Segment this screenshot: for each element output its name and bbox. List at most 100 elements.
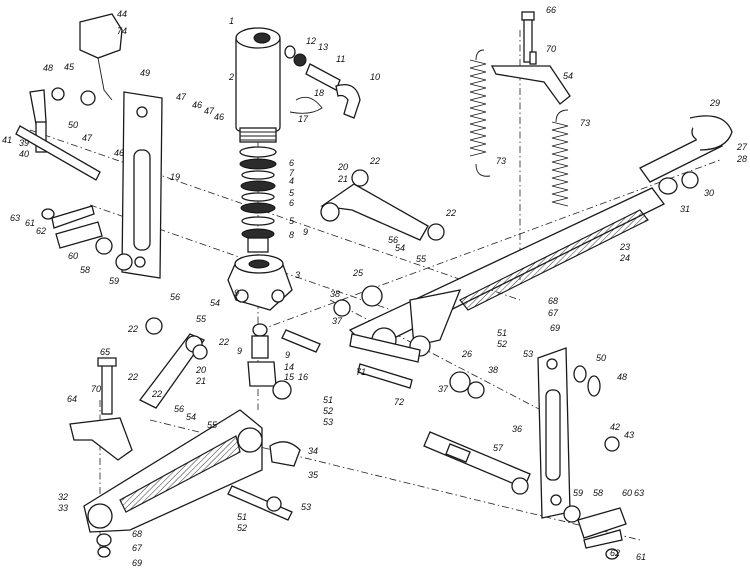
callout-22: 22 [127,324,138,334]
callout-55: 55 [416,254,427,264]
callout-47: 47 [176,92,187,102]
control-lever-assembly [15,13,123,181]
callout-2: 2 [228,72,234,82]
callout-9: 9 [234,288,239,298]
callout-6: 6 [289,158,294,168]
callout-32: 32 [58,492,68,502]
callout-56: 56 [388,235,398,245]
callout-58: 58 [80,265,90,275]
callout-73: 73 [580,118,590,128]
callout-18: 18 [314,88,324,98]
callout-33: 33 [58,503,68,513]
callout-46: 46 [192,100,202,110]
callout-68: 68 [132,529,142,539]
callout-55: 55 [207,420,218,430]
lift-arm-lower [83,409,263,533]
callout-62: 62 [36,226,46,236]
callout-62: 62 [610,548,620,558]
callout-54: 54 [395,243,405,253]
callout-9: 9 [237,346,242,356]
callout-55: 55 [196,314,207,324]
callout-52: 52 [237,523,247,533]
hydraulic-cylinder [235,27,281,143]
callout-3: 3 [295,270,300,280]
callout-19: 19 [170,172,180,182]
callout-40: 40 [19,149,29,159]
callout-71: 71 [356,367,366,377]
callout-69: 69 [132,558,142,568]
callout-11: 11 [336,54,345,64]
callout-22: 22 [218,337,229,347]
callout-53: 53 [323,417,333,427]
callout-48: 48 [43,63,53,73]
callout-63: 63 [10,213,20,223]
spring-hanger-bracket [490,11,571,105]
callout-23: 23 [619,242,630,252]
callout-37: 37 [438,384,449,394]
callout-44: 44 [117,9,127,19]
callout-4: 4 [289,176,294,186]
callout-54: 54 [563,71,573,81]
callout-61: 61 [25,218,35,228]
cross-shaft [423,431,531,495]
callout-22: 22 [151,389,162,399]
callout-9: 9 [303,227,308,237]
lower-fasteners [96,441,301,558]
callout-53: 53 [523,349,533,359]
callout-28: 28 [736,154,747,164]
callout-30: 30 [704,188,714,198]
callout-26: 26 [461,349,472,359]
callout-51: 51 [323,395,333,405]
lift-arm-long [348,187,665,357]
callout-54: 54 [186,412,196,422]
callout-61: 61 [636,552,646,562]
upper-link-arm [320,169,445,241]
callout-15: 15 [284,372,295,382]
callout-22: 22 [127,372,138,382]
callout-38: 38 [488,365,498,375]
callout-21: 21 [195,376,206,386]
callout-17: 17 [298,114,309,124]
callout-60: 60 [622,488,632,498]
callout-34: 34 [308,446,318,456]
callout-72: 72 [394,397,404,407]
callout-56: 56 [170,292,180,302]
callout-48: 48 [617,372,627,382]
callout-14: 14 [284,362,294,372]
callout-27: 27 [736,142,748,152]
callout-31: 31 [680,204,690,214]
callout-43: 43 [624,430,634,440]
callout-50: 50 [596,353,606,363]
callout-22: 22 [445,208,456,218]
lower-link-arm [139,317,208,409]
callout-54: 54 [210,298,220,308]
callout-67: 67 [132,543,143,553]
callout-12: 12 [306,36,316,46]
lower-bracket [69,357,133,461]
callout-9: 9 [285,350,290,360]
callout-70: 70 [546,44,556,54]
callout-47: 47 [204,106,215,116]
spring-left [469,49,491,177]
callout-57: 57 [493,443,504,453]
callout-59: 59 [109,276,119,286]
callout-5: 5 [289,216,295,226]
callout-64: 64 [67,394,77,404]
callout-66: 66 [546,5,556,15]
callout-29: 29 [709,98,720,108]
callout-65: 65 [100,347,111,357]
callout-8: 8 [289,230,294,240]
small-levers-left [41,205,133,271]
seal-rings-stack [239,146,277,253]
callout-60: 60 [68,251,78,261]
callout-49: 49 [140,68,150,78]
callout-73: 73 [496,156,506,166]
callout-51: 51 [237,512,247,522]
callout-63: 63 [634,488,644,498]
link-plate-right [537,347,571,519]
callout-42: 42 [610,422,620,432]
callout-70: 70 [91,384,101,394]
